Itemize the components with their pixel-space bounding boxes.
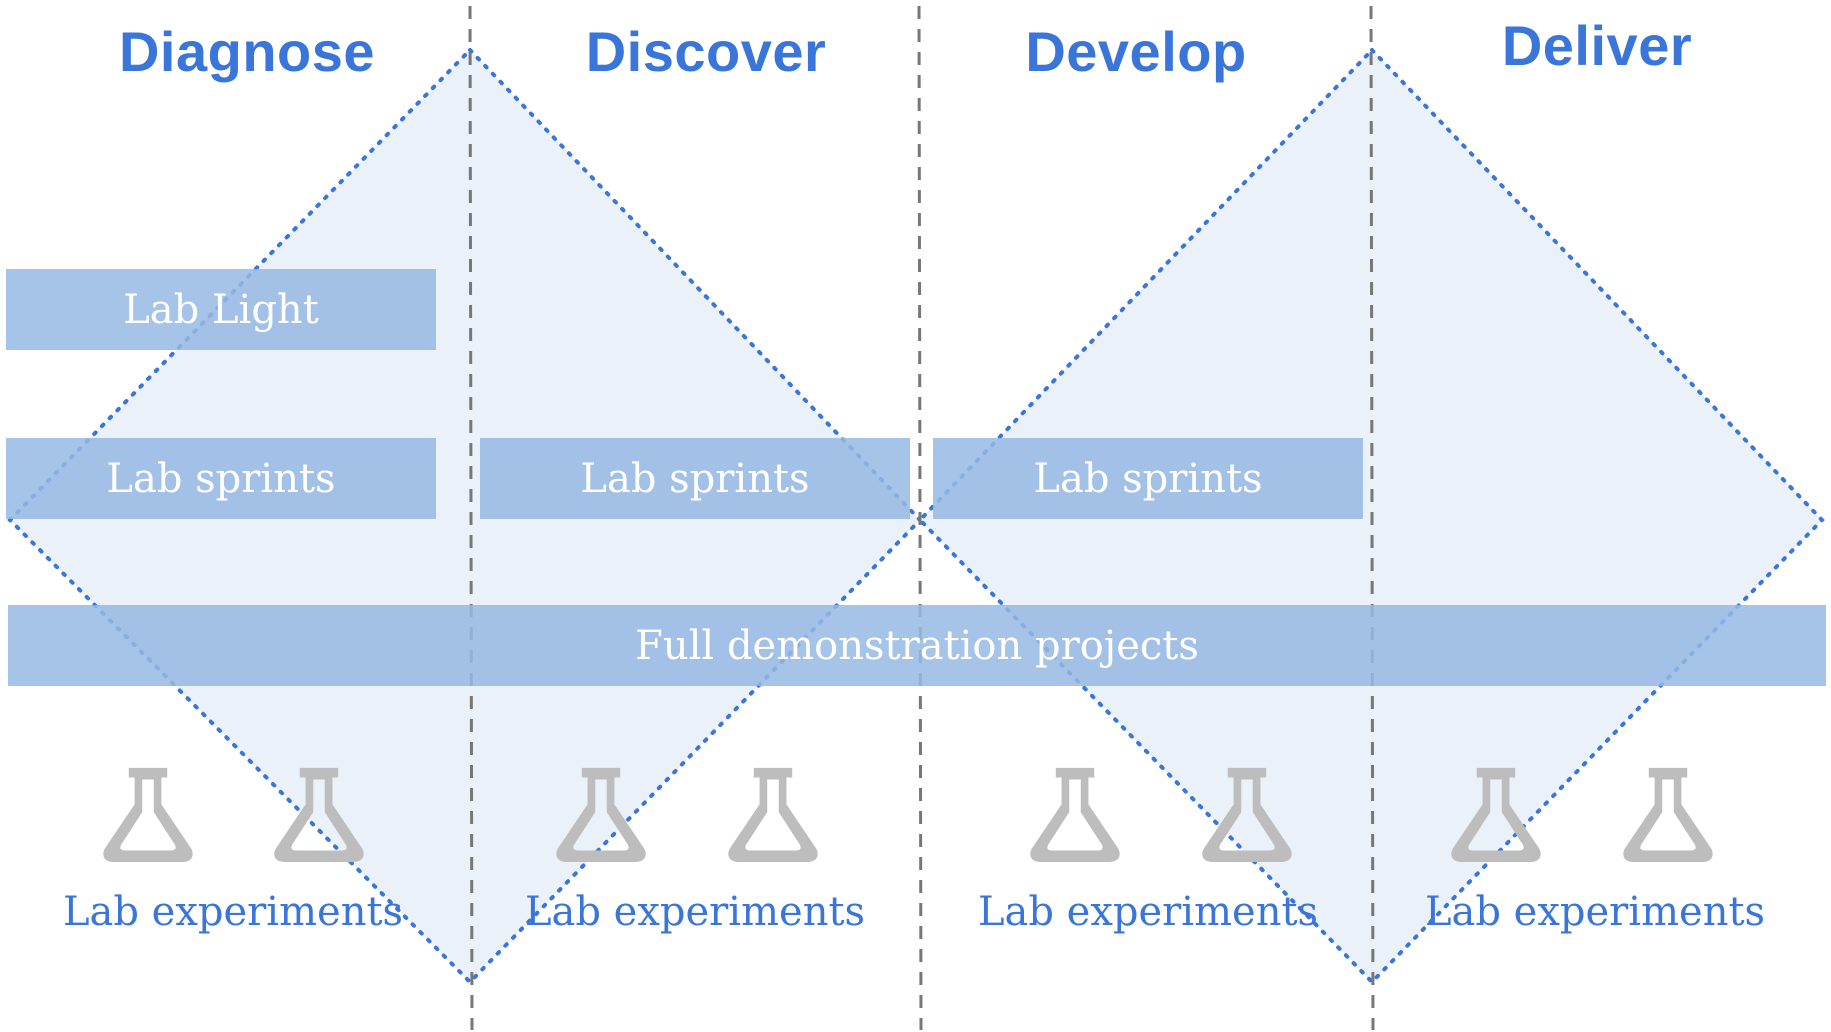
divider-line-1	[468, 5, 474, 1031]
lab-experiments-label-deliver: Lab experiments	[1424, 889, 1766, 935]
lab-sprints-label: Lab sprints	[1033, 455, 1263, 502]
flask-icon	[1623, 767, 1713, 862]
divider-line-2	[917, 5, 923, 1031]
lab-sprints-bar-develop: Lab sprints	[933, 438, 1363, 519]
lab-light-bar: Lab Light	[6, 269, 436, 350]
flask-icon	[1451, 767, 1541, 862]
flask-icon	[1030, 767, 1120, 862]
phase-title-discover: Discover	[585, 20, 827, 83]
lab-light-label: Lab Light	[123, 286, 319, 333]
flask-icon	[274, 767, 364, 862]
lab-sprints-label: Lab sprints	[106, 455, 336, 502]
lab-sprints-label: Lab sprints	[580, 455, 810, 502]
phase-title-diagnose: Diagnose	[118, 20, 376, 83]
lab-experiments-label-diagnose: Lab experiments	[62, 889, 404, 935]
flask-icon	[103, 767, 193, 862]
divider-line-3	[1369, 5, 1375, 1031]
left-diamond	[7, 47, 923, 985]
lab-experiments-label-develop: Lab experiments	[977, 889, 1319, 935]
flask-icon	[728, 767, 818, 862]
lab-sprints-bar-diagnose: Lab sprints	[6, 438, 436, 519]
phase-title-deliver: Deliver	[1501, 14, 1693, 77]
lab-experiments-label-discover: Lab experiments	[524, 889, 866, 935]
phase-title-develop: Develop	[1025, 20, 1247, 83]
full-demonstration-bar: Full demonstration projects	[8, 605, 1826, 686]
lab-sprints-bar-discover: Lab sprints	[480, 438, 910, 519]
full-demonstration-label: Full demonstration projects	[635, 622, 1199, 669]
flask-icon	[1202, 767, 1292, 862]
flask-icon	[556, 767, 646, 862]
